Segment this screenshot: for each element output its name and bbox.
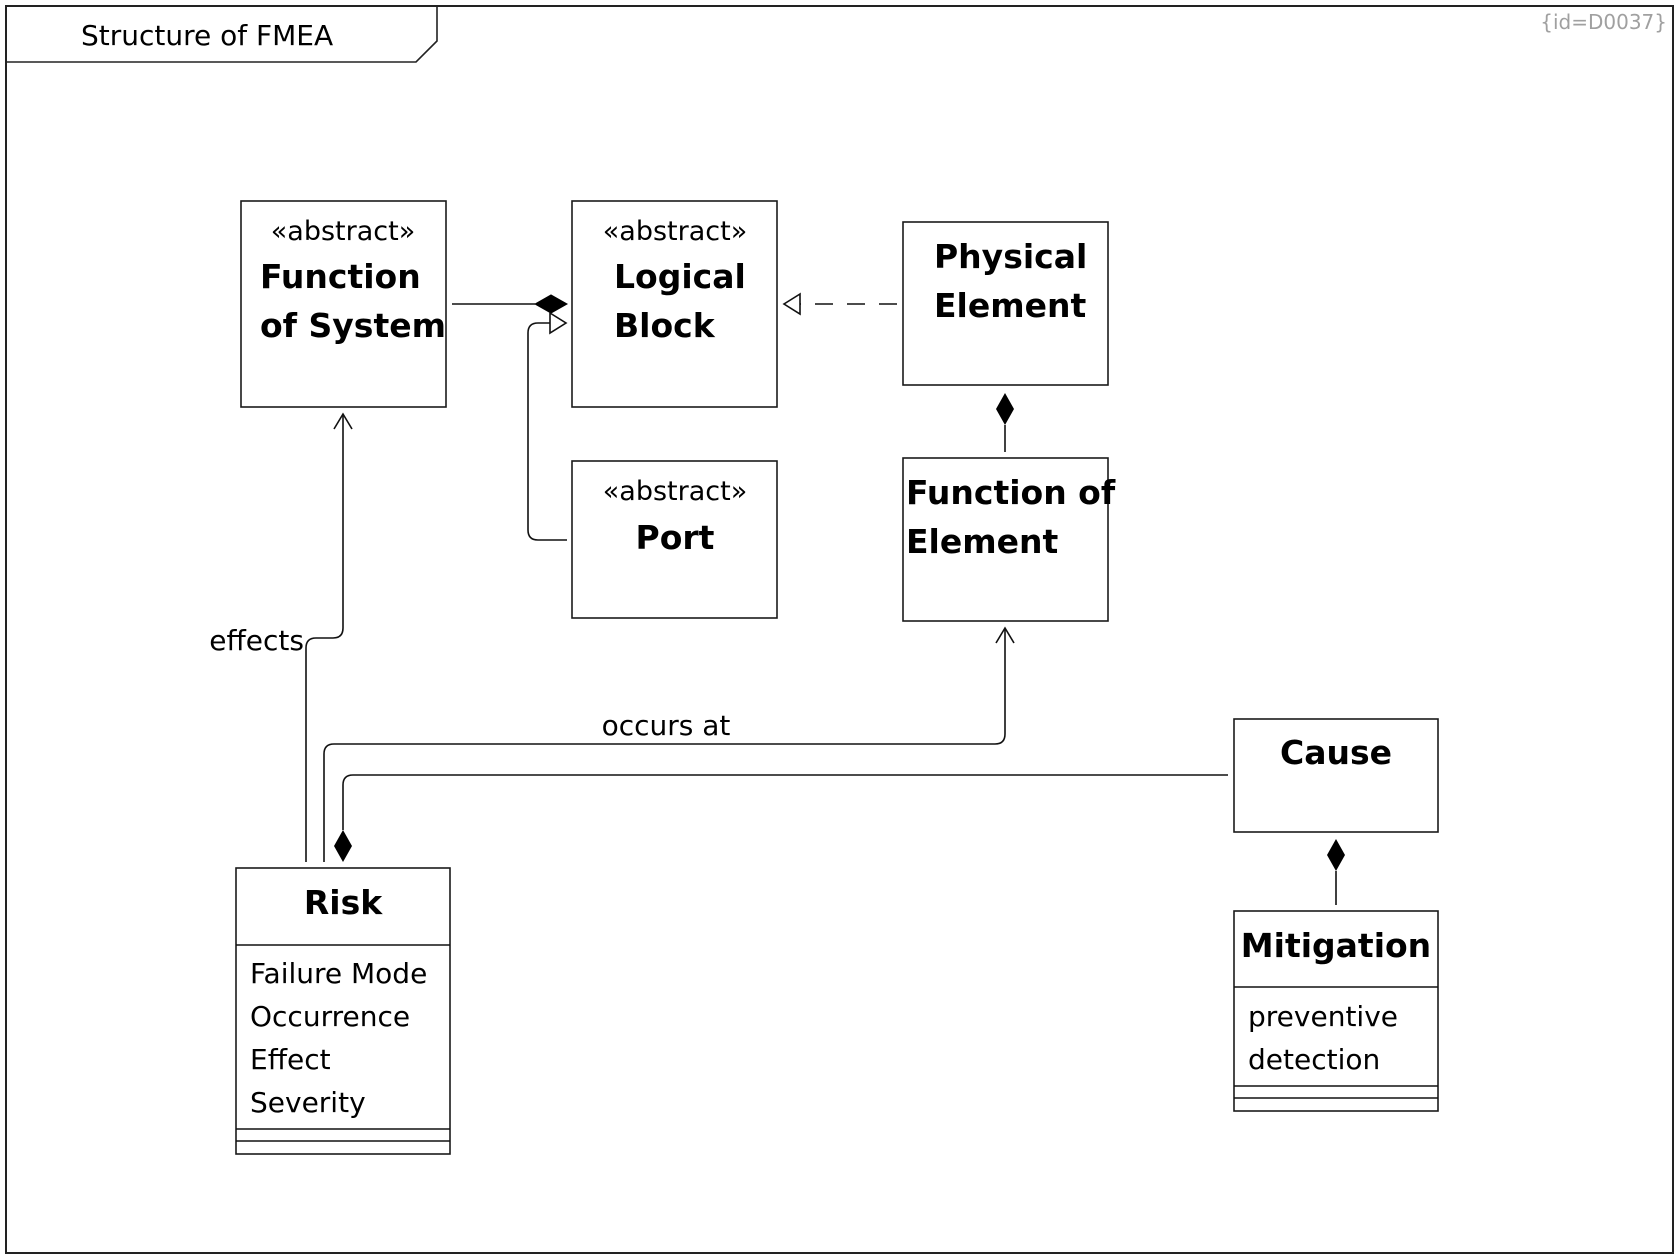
class-risk[interactable]: Risk Failure Mode Occurrence Effect Seve… bbox=[235, 867, 451, 1155]
open-arrow-icon bbox=[995, 626, 1015, 644]
composition-function-of-system-logical-block[interactable] bbox=[452, 294, 569, 314]
open-arrow-icon bbox=[333, 412, 353, 430]
class-name: Risk bbox=[304, 883, 383, 922]
attribute: Effect bbox=[250, 1043, 331, 1076]
composition-cause-mitigation[interactable] bbox=[1327, 839, 1345, 905]
stereotype-label: «abstract» bbox=[271, 216, 415, 247]
occurs-at-label: occurs at bbox=[602, 709, 731, 742]
class-port[interactable]: «abstract» Port bbox=[571, 460, 778, 619]
effects-label: effects bbox=[209, 624, 304, 657]
diagram-id: {id=D0037} bbox=[1540, 10, 1667, 34]
class-name: Mitigation bbox=[1241, 926, 1431, 965]
attribute: Failure Mode bbox=[250, 957, 427, 990]
composition-risk-cause[interactable] bbox=[334, 774, 1228, 862]
class-name-line-1: Logical bbox=[614, 257, 746, 296]
composition-diamond-icon bbox=[533, 294, 569, 314]
class-name-line-2: Element bbox=[934, 286, 1086, 325]
frame-title-tab bbox=[6, 6, 438, 63]
class-name-line-1: Physical bbox=[934, 237, 1087, 276]
frame-title: Structure of FMEA bbox=[81, 19, 333, 52]
class-function-of-system[interactable]: «abstract» Function of System bbox=[240, 200, 447, 408]
attribute: Occurrence bbox=[250, 1000, 410, 1033]
realization-arrow-icon bbox=[782, 292, 801, 316]
class-name-line-2: Block bbox=[614, 306, 716, 345]
stereotype-label: «abstract» bbox=[603, 216, 747, 247]
class-cause[interactable]: Cause bbox=[1233, 718, 1439, 833]
stereotype-label: «abstract» bbox=[603, 476, 747, 507]
class-name: Cause bbox=[1280, 733, 1392, 772]
association-occurs-at[interactable]: occurs at bbox=[323, 626, 1015, 862]
attribute: preventive bbox=[1248, 1000, 1398, 1033]
generalization-arrow-icon bbox=[549, 311, 568, 335]
class-name: Port bbox=[636, 518, 715, 557]
composition-physical-element-function-of-element[interactable] bbox=[996, 393, 1014, 452]
class-function-of-element[interactable]: Function of Element bbox=[902, 457, 1116, 622]
realization-physical-element-logical-block[interactable] bbox=[782, 292, 897, 316]
class-logical-block[interactable]: «abstract» Logical Block bbox=[571, 200, 778, 408]
association-effects[interactable]: effects bbox=[209, 412, 353, 862]
attribute: detection bbox=[1248, 1043, 1380, 1076]
class-physical-element[interactable]: Physical Element bbox=[902, 221, 1109, 386]
composition-diamond-icon bbox=[334, 830, 352, 862]
generalization-port-logical-block[interactable] bbox=[527, 311, 568, 541]
attribute: Severity bbox=[250, 1086, 366, 1119]
class-name-line-2: of System bbox=[260, 306, 446, 345]
class-mitigation[interactable]: Mitigation preventive detection bbox=[1233, 910, 1439, 1112]
class-name-line-1: Function bbox=[260, 257, 421, 296]
class-name-line-1: Function of bbox=[906, 473, 1116, 512]
composition-diamond-icon bbox=[1327, 839, 1345, 871]
composition-diamond-icon bbox=[996, 393, 1014, 425]
diagram-frame bbox=[5, 5, 1674, 1254]
class-name-line-2: Element bbox=[906, 522, 1058, 561]
